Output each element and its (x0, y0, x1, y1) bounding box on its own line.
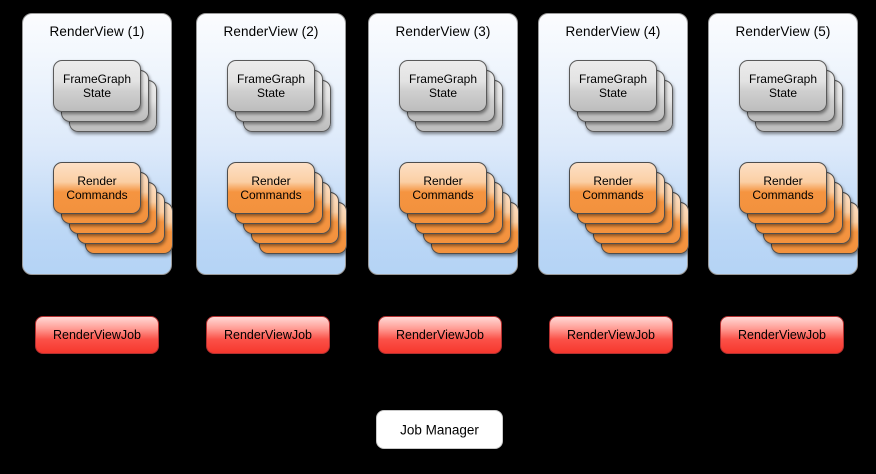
render-view-title: RenderView (2) (223, 24, 319, 39)
job-manager-box[interactable]: Job Manager (376, 410, 503, 449)
framegraph-state-card-label: FrameGraph State (236, 72, 306, 100)
render-commands-card[interactable]: Render Commands (53, 162, 141, 214)
framegraph-state-card[interactable]: FrameGraph State (739, 60, 827, 112)
render-view-job-label: RenderViewJob (395, 328, 485, 342)
framegraph-state-card-label: FrameGraph State (748, 72, 818, 100)
job-manager-label: Job Manager (400, 422, 479, 437)
framegraph-state-stack[interactable]: FrameGraph State (53, 60, 165, 136)
framegraph-state-card[interactable]: FrameGraph State (569, 60, 657, 112)
render-commands-card[interactable]: Render Commands (569, 162, 657, 214)
render-view-title: RenderView (1) (49, 24, 145, 39)
framegraph-state-card-label: FrameGraph State (408, 72, 478, 100)
render-view-job-button[interactable]: RenderViewJob (206, 316, 330, 354)
render-view-title: RenderView (4) (565, 24, 661, 39)
render-view-job-label: RenderViewJob (52, 328, 142, 342)
render-commands-stack[interactable]: Render Commands (739, 162, 867, 262)
render-view-job-label: RenderViewJob (737, 328, 827, 342)
render-commands-card[interactable]: Render Commands (399, 162, 487, 214)
render-commands-card-label: Render Commands (412, 174, 474, 202)
render-view-title: RenderView (3) (395, 24, 491, 39)
framegraph-state-card[interactable]: FrameGraph State (227, 60, 315, 112)
framegraph-state-stack[interactable]: FrameGraph State (399, 60, 511, 136)
framegraph-state-stack[interactable]: FrameGraph State (569, 60, 681, 136)
render-commands-card-label: Render Commands (752, 174, 814, 202)
render-view-job-label: RenderViewJob (566, 328, 656, 342)
framegraph-state-stack[interactable]: FrameGraph State (739, 60, 851, 136)
render-commands-stack[interactable]: Render Commands (399, 162, 527, 262)
render-commands-stack[interactable]: Render Commands (569, 162, 697, 262)
render-commands-stack[interactable]: Render Commands (53, 162, 181, 262)
render-view-title: RenderView (5) (735, 24, 831, 39)
framegraph-state-card[interactable]: FrameGraph State (399, 60, 487, 112)
render-view-job-button[interactable]: RenderViewJob (720, 316, 844, 354)
framegraph-state-card-label: FrameGraph State (62, 72, 132, 100)
framegraph-state-card-label: FrameGraph State (578, 72, 648, 100)
render-view-job-button[interactable]: RenderViewJob (378, 316, 502, 354)
render-commands-card-label: Render Commands (240, 174, 302, 202)
render-commands-stack[interactable]: Render Commands (227, 162, 355, 262)
framegraph-state-card[interactable]: FrameGraph State (53, 60, 141, 112)
render-commands-card[interactable]: Render Commands (739, 162, 827, 214)
render-commands-card-label: Render Commands (66, 174, 128, 202)
render-view-job-button[interactable]: RenderViewJob (549, 316, 673, 354)
render-view-job-label: RenderViewJob (223, 328, 313, 342)
render-view-job-button[interactable]: RenderViewJob (35, 316, 159, 354)
render-commands-card-label: Render Commands (582, 174, 644, 202)
render-commands-card[interactable]: Render Commands (227, 162, 315, 214)
framegraph-state-stack[interactable]: FrameGraph State (227, 60, 339, 136)
